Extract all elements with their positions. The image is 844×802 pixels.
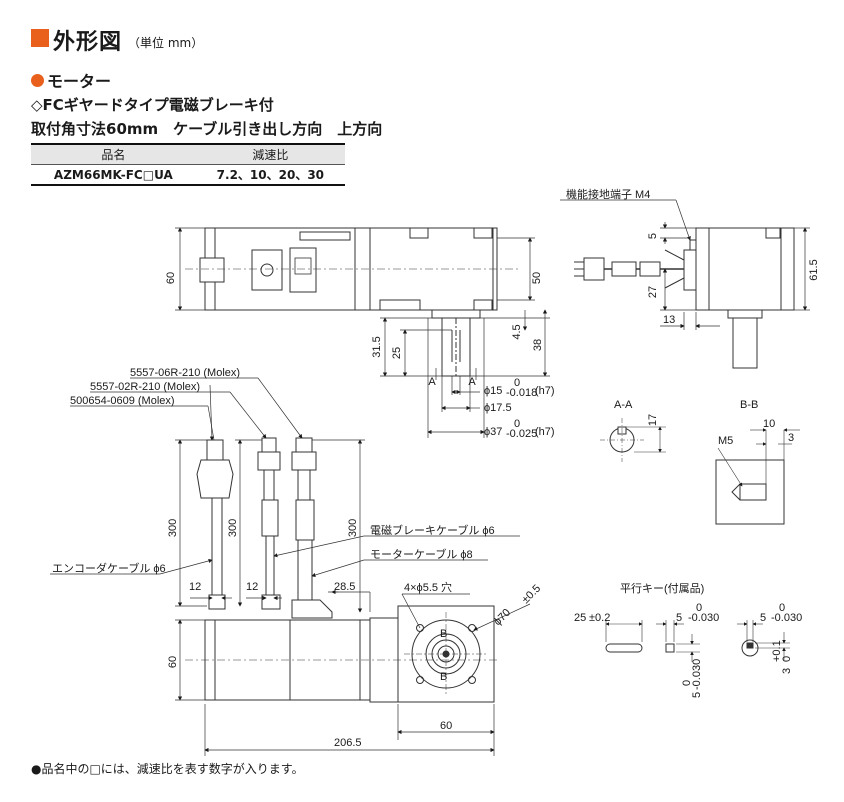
dim-38: 38 — [532, 339, 544, 351]
section-aa — [600, 418, 666, 462]
dim-13: 13 — [663, 314, 675, 326]
dim-10: 10 — [763, 418, 775, 430]
section-title: モーター — [47, 72, 112, 91]
key-w2: 5 — [760, 612, 766, 624]
spec-table: 品名 減速比 AZM66MK-FC□UA 7.2、10、20、30 — [31, 143, 345, 186]
dim-5-top: 5 — [647, 233, 659, 239]
ground-terminal-label: 機能接地端子 M4 — [566, 187, 650, 201]
brake-cable-label: 電磁ブレーキケーブル ϕ6 — [370, 523, 495, 537]
top-view-dim-texts: 60 50 31.5 25 4.5 38 A A ϕ15 0 -0.018 (h… — [165, 272, 555, 440]
section-a-left: A — [428, 376, 436, 388]
connector-label-brake: 5557-02R-210 (Molex) — [90, 381, 200, 393]
key-w2-zero: 0 — [779, 602, 785, 614]
dim-phi15-fit: (h7) — [535, 385, 555, 397]
dim-phi70: ϕ70 — [492, 607, 514, 629]
cable-dimensions — [50, 377, 520, 613]
top-view-dimensions — [175, 227, 550, 438]
key-dim-texts: 平行キー(付属品) 25 ±0.2 5 0 -0.030 5 0 -0.030 … — [574, 582, 802, 698]
bottom-dimensions — [175, 593, 531, 756]
unit-note: （単位 mm） — [128, 36, 204, 50]
key-d3: 3 — [781, 668, 793, 674]
section-bullet-icon — [31, 74, 44, 87]
motor-cable-label: モーターケーブル ϕ8 — [370, 547, 473, 561]
section-b-bottom: B — [440, 671, 447, 683]
dim-206-5: 206.5 — [334, 737, 362, 749]
dim-60-bottom-h: 60 — [440, 720, 452, 732]
spec-model: AZM66MK-FC□UA — [31, 164, 196, 186]
dim-4-5: 4.5 — [511, 324, 523, 339]
section-bb-title: B-B — [740, 399, 758, 411]
key-length: 25 — [574, 612, 586, 624]
dim-phi37-fit: (h7) — [535, 426, 555, 438]
dim-phi37-zero: 0 — [514, 418, 520, 430]
dim-31-5: 31.5 — [371, 336, 383, 357]
spec-col-header: 減速比 — [195, 143, 345, 165]
holes-label: 4×ϕ5.5 穴 — [404, 580, 452, 594]
key-d3-zero: 0 — [781, 656, 793, 662]
dim-50: 50 — [531, 272, 543, 284]
key-h-tol: -0.030 — [691, 659, 703, 690]
key-d3-tol: +0.1 — [771, 640, 783, 662]
dim-phi15-zero: 0 — [514, 377, 520, 389]
dim-300-c: 300 — [347, 519, 359, 537]
parallel-key — [605, 620, 790, 662]
dim-3: 3 — [788, 432, 794, 444]
key-h-zero: 0 — [681, 680, 693, 686]
product-type: ◇FCギヤードタイプ電磁ブレーキ付 — [31, 96, 274, 114]
header-accent-square — [31, 29, 49, 47]
dim-phi37: ϕ37 — [484, 426, 502, 438]
key-w1: 5 — [676, 612, 682, 624]
connector-label-encoder: 500654-0609 (Molex) — [70, 395, 175, 407]
dim-phi17-5: ϕ17.5 — [484, 402, 512, 414]
cable-dim-texts: 5557-06R-210 (Molex) 5557-02R-210 (Molex… — [52, 367, 495, 593]
top-side-dimensions — [560, 199, 810, 330]
footnote: ●品名中の□には、減速比を表す数字が入ります。 — [31, 762, 304, 776]
dim-12-b: 12 — [246, 581, 258, 593]
section-b-top: B — [440, 628, 447, 640]
dim-60-left: 60 — [165, 272, 177, 284]
dim-phi37-tol: -0.025 — [506, 428, 537, 440]
dim-12-a: 12 — [189, 581, 201, 593]
dim-60-bottom-v: 60 — [167, 656, 179, 668]
key-title: 平行キー(付属品) — [620, 582, 704, 595]
page-title: 外形図 — [53, 30, 123, 55]
top-front-view — [185, 227, 520, 377]
connector-label-motor: 5557-06R-210 (Molex) — [130, 367, 240, 379]
dim-28-5: 28.5 — [334, 581, 355, 593]
top-side-dim-texts: 機能接地端子 M4 61.5 5 27 13 — [566, 187, 820, 326]
cable-assembly — [196, 437, 333, 619]
key-h: 5 — [691, 692, 703, 698]
dim-300-b: 300 — [227, 519, 239, 537]
section-aa-title: A-A — [614, 399, 633, 411]
dim-25: 25 — [391, 347, 403, 359]
m5-label: M5 — [718, 435, 733, 447]
dim-61-5: 61.5 — [808, 259, 820, 280]
spec-ratio: 7.2、10、20、30 — [195, 164, 345, 186]
dim-27: 27 — [647, 286, 659, 298]
key-w1-tol: -0.030 — [688, 612, 719, 624]
key-w2-tol: -0.030 — [771, 612, 802, 624]
section-a-right: A — [468, 376, 476, 388]
dim-phi15: ϕ15 — [484, 385, 502, 397]
table-row: AZM66MK-FC□UA 7.2、10、20、30 — [31, 164, 345, 186]
encoder-cable-label: エンコーダケーブル ϕ6 — [52, 561, 166, 575]
top-side-view — [574, 227, 795, 369]
key-w1-zero: 0 — [696, 602, 702, 614]
bottom-front-view — [185, 605, 500, 703]
key-length-tol: ±0.2 — [589, 612, 610, 624]
dim-phi70-tol: ±0.5 — [520, 583, 544, 607]
dim-phi15-tol: -0.018 — [506, 387, 537, 399]
dim-300-a: 300 — [167, 519, 179, 537]
dim-17: 17 — [647, 414, 659, 426]
spec-col-header: 品名 — [31, 143, 196, 165]
product-spec-line: 取付角寸法60mm ケーブル引き出し方向 上方向 — [31, 120, 383, 138]
section-bb — [715, 428, 800, 525]
